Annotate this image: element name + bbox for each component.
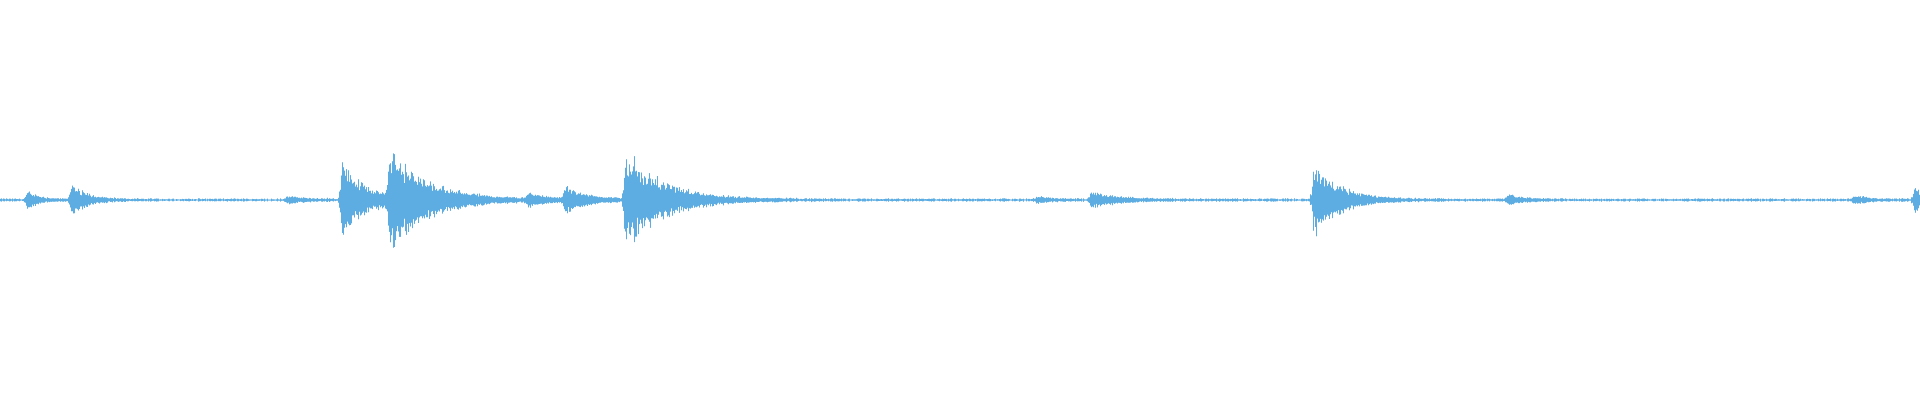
waveform-trace [0,153,1920,248]
